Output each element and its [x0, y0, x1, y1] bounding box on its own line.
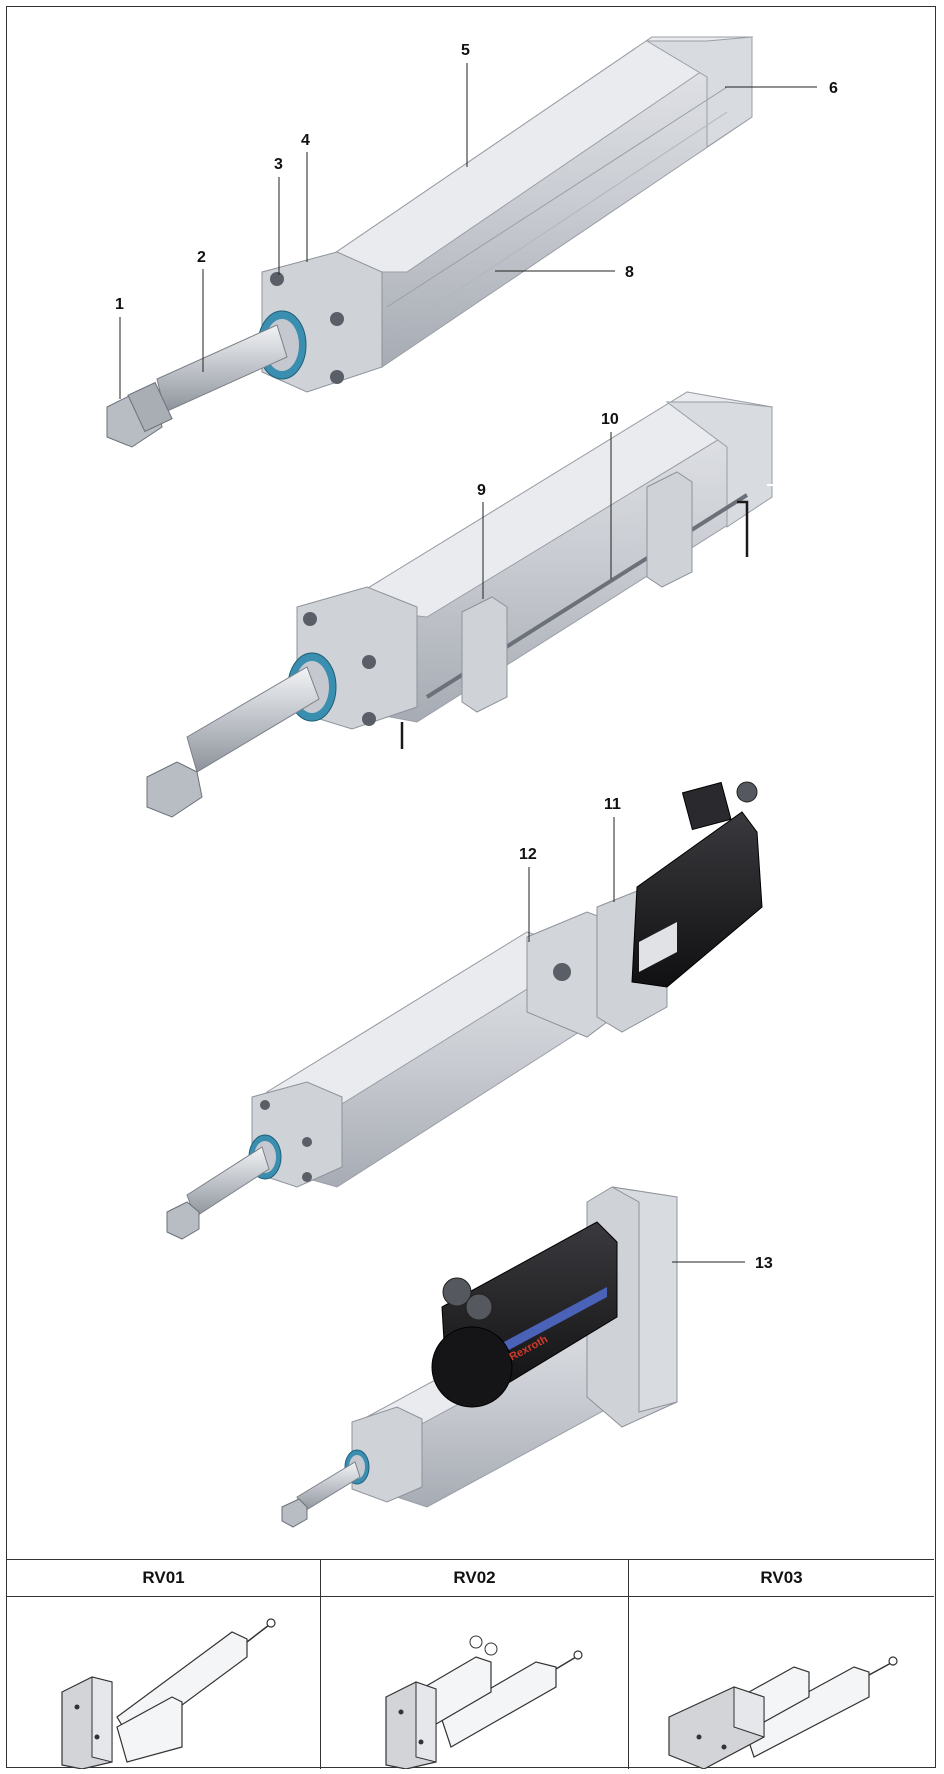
variant-cell-rv03	[629, 1597, 934, 1770]
callout-11-label: 11	[604, 796, 621, 813]
callout-9: 9	[477, 482, 486, 599]
rv01-rod	[246, 1624, 270, 1643]
actuator-3-rod	[186, 1146, 270, 1218]
rv02-connector	[484, 1642, 498, 1656]
rv03-screw	[721, 1744, 727, 1750]
callout-5-label: 5	[461, 42, 470, 59]
actuator-3-screw	[260, 1100, 270, 1110]
actuator-4-motor-plug	[442, 1277, 472, 1307]
actuator-4: Rexroth	[281, 1186, 678, 1528]
actuator-2-rod	[186, 666, 320, 773]
callout-8-label: 8	[625, 264, 634, 281]
rv02-screw	[398, 1709, 404, 1715]
actuator-1	[106, 36, 754, 448]
actuator-4-motor-endcap	[431, 1326, 513, 1408]
actuator-1-screw	[270, 272, 284, 286]
variant-rv01-illustration	[61, 1618, 276, 1770]
actuator-3-rod-end	[166, 1201, 200, 1240]
figure-frame: 1 2 3 4 5 6	[6, 6, 937, 1770]
actuator-2-screw	[362, 712, 376, 726]
callout-12: 12	[519, 846, 537, 942]
variant-cell-rv01	[7, 1597, 321, 1770]
callout-2: 2	[197, 249, 206, 372]
actuator-3-screw	[302, 1172, 312, 1182]
callout-12-label: 12	[519, 846, 537, 863]
rv02-actuator	[440, 1661, 557, 1748]
variant-rv03-illustration	[668, 1656, 898, 1770]
callout-1-label: 1	[115, 296, 124, 313]
actuator-3-motor-plug	[736, 781, 758, 803]
rv03-actuator	[743, 1666, 870, 1758]
callout-10-label: 10	[601, 411, 619, 428]
rv01-rod-end	[266, 1618, 276, 1628]
callout-13-label: 13	[755, 1255, 773, 1272]
rv03-rod-end	[888, 1656, 898, 1666]
actuator-4-belt-housing-face	[611, 1186, 678, 1413]
callout-13: 13	[672, 1255, 773, 1272]
rv03-screw	[696, 1734, 702, 1740]
callout-4: 4	[301, 132, 310, 262]
callout-9-label: 9	[477, 482, 486, 499]
callout-10: 10	[601, 411, 619, 579]
actuator-1-screw	[330, 312, 344, 326]
variant-header-rv03: RV03	[760, 1568, 803, 1587]
rv01-screw	[94, 1734, 100, 1740]
callout-3-label: 3	[274, 156, 283, 173]
actuator-4-motor-plug	[465, 1293, 493, 1321]
callout-8: 8	[495, 264, 634, 281]
variant-header-rv01: RV01	[7, 1560, 321, 1596]
actuator-3	[166, 781, 763, 1240]
callout-1: 1	[115, 296, 124, 399]
actuator-3-motor-label	[639, 922, 677, 972]
rv02-rod-end	[573, 1650, 583, 1660]
variants-header-row: RV01 RV02 RV03	[7, 1560, 934, 1597]
rv01-housing-side	[91, 1676, 113, 1763]
actuator-drawing: 1 2 3 4 5 6	[106, 36, 838, 1528]
rv01-motor	[116, 1696, 183, 1763]
actuator-3-motor-connector	[681, 781, 732, 831]
callout-6-label: 6	[829, 80, 838, 97]
actuator-2	[146, 391, 785, 818]
callout-4-label: 4	[301, 132, 310, 149]
actuator-2-rod-end	[146, 761, 203, 818]
actuator-4-rod	[296, 1461, 361, 1513]
actuator-3-screw	[302, 1137, 312, 1147]
actuator-4-front-flange	[351, 1406, 423, 1503]
callout-6: 6	[725, 80, 838, 97]
rv02-connector	[469, 1635, 483, 1649]
actuator-diagram: 1 2 3 4 5 6	[7, 7, 937, 1559]
actuator-1-groove	[386, 111, 728, 338]
rv03-housing-side	[733, 1686, 765, 1738]
rv02-screw	[418, 1739, 424, 1745]
callout-3: 3	[274, 156, 283, 275]
actuator-2-clamp	[646, 471, 693, 588]
variant-cell-rv02	[321, 1597, 629, 1770]
rv02-rod	[555, 1656, 577, 1670]
rv01-screw	[74, 1704, 80, 1710]
actuator-1-end-cap	[645, 36, 753, 148]
actuator-4-rod-end	[281, 1498, 308, 1528]
actuator-1-groove	[386, 86, 728, 308]
variants-image-row	[7, 1597, 934, 1770]
variants-table: RV01 RV02 RV03	[7, 1559, 934, 1770]
actuator-2-cable	[737, 500, 749, 557]
actuator-1-nut	[127, 381, 173, 433]
rv03-rod	[868, 1662, 892, 1676]
actuator-1-screw	[330, 370, 344, 384]
actuator-2-screw	[362, 655, 376, 669]
variant-header-rv02: RV02	[321, 1560, 629, 1596]
rv02-housing-side	[415, 1681, 437, 1763]
callout-5: 5	[461, 42, 470, 167]
actuator-2-clamp	[461, 596, 508, 713]
variant-rv02-illustration	[385, 1635, 583, 1770]
callout-2-label: 2	[197, 249, 206, 266]
callout-11: 11	[604, 796, 621, 902]
actuator-2-screw	[303, 612, 317, 626]
actuator-3-adapter-hole	[553, 963, 571, 981]
